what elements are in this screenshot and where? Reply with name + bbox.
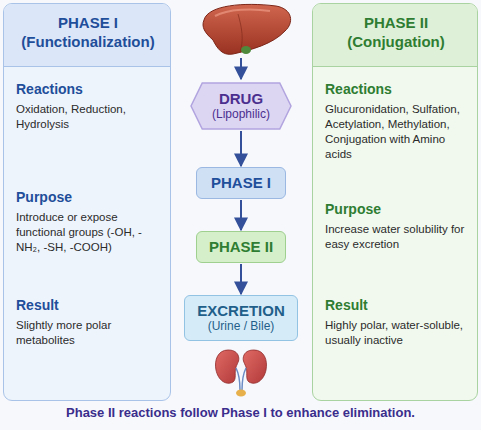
bladder [236, 390, 246, 397]
phase-panel: PHASE I (Functionalization) ReactionsOxid… [3, 3, 171, 401]
section-body: Slightly more polar metabolites [16, 318, 160, 348]
box-title: DRUG [219, 90, 263, 107]
kidney-right [243, 350, 266, 383]
liver-groove [238, 14, 242, 52]
kidney-illustration [216, 350, 267, 397]
box-title: PHASE II [209, 238, 273, 255]
process-box: PHASE I [196, 167, 286, 199]
phase-panel: PHASE II (Conjugation) ReactionsGlucuroni… [312, 3, 478, 401]
liver-lobe [203, 4, 291, 54]
drug-hexagon: DRUG(Lipophilic) [190, 82, 292, 130]
gallbladder [241, 46, 251, 54]
box-subtitle: (Lipophilic) [212, 108, 270, 122]
kidney-left [216, 350, 239, 383]
box-title: EXCRETION [197, 302, 285, 319]
section-body: Increase water solubility for easy excre… [325, 222, 467, 252]
section-label: Result [16, 296, 160, 314]
panel-heading: PHASE I (Functionalization) [16, 14, 160, 52]
flow-arrow [240, 200, 242, 230]
section-label: Reactions [325, 80, 467, 98]
box-title: PHASE I [211, 174, 271, 191]
panel-heading: PHASE II (Conjugation) [325, 14, 467, 52]
section-body: Introduce or expose functional groups (-… [16, 210, 160, 255]
process-box: EXCRETION(Urine / Bile) [184, 295, 298, 341]
liver-illustration [203, 4, 291, 54]
process-box: PHASE II [196, 231, 286, 263]
section-label: Result [325, 296, 467, 314]
section-label: Purpose [16, 188, 160, 206]
ureter [236, 368, 240, 390]
liver-highlight [215, 9, 270, 16]
section-body: Highly polar, water-soluble, usually ina… [325, 318, 467, 348]
caption: Phase II reactions follow Phase I to enh… [0, 405, 481, 420]
section-label: Purpose [325, 200, 467, 218]
section-body: Oxidation, Reduction, Hydrolysis [16, 102, 160, 132]
section-body: Glucuronidation, Sulfation, Acetylation,… [325, 102, 467, 162]
section-label: Reactions [16, 80, 160, 98]
flow-arrow [240, 264, 242, 294]
box-subtitle: (Urine / Bile) [208, 320, 275, 334]
hexagon-shape [191, 83, 291, 129]
flow-arrow [240, 131, 242, 166]
ureter [242, 368, 246, 390]
flow-arrow [240, 58, 242, 79]
